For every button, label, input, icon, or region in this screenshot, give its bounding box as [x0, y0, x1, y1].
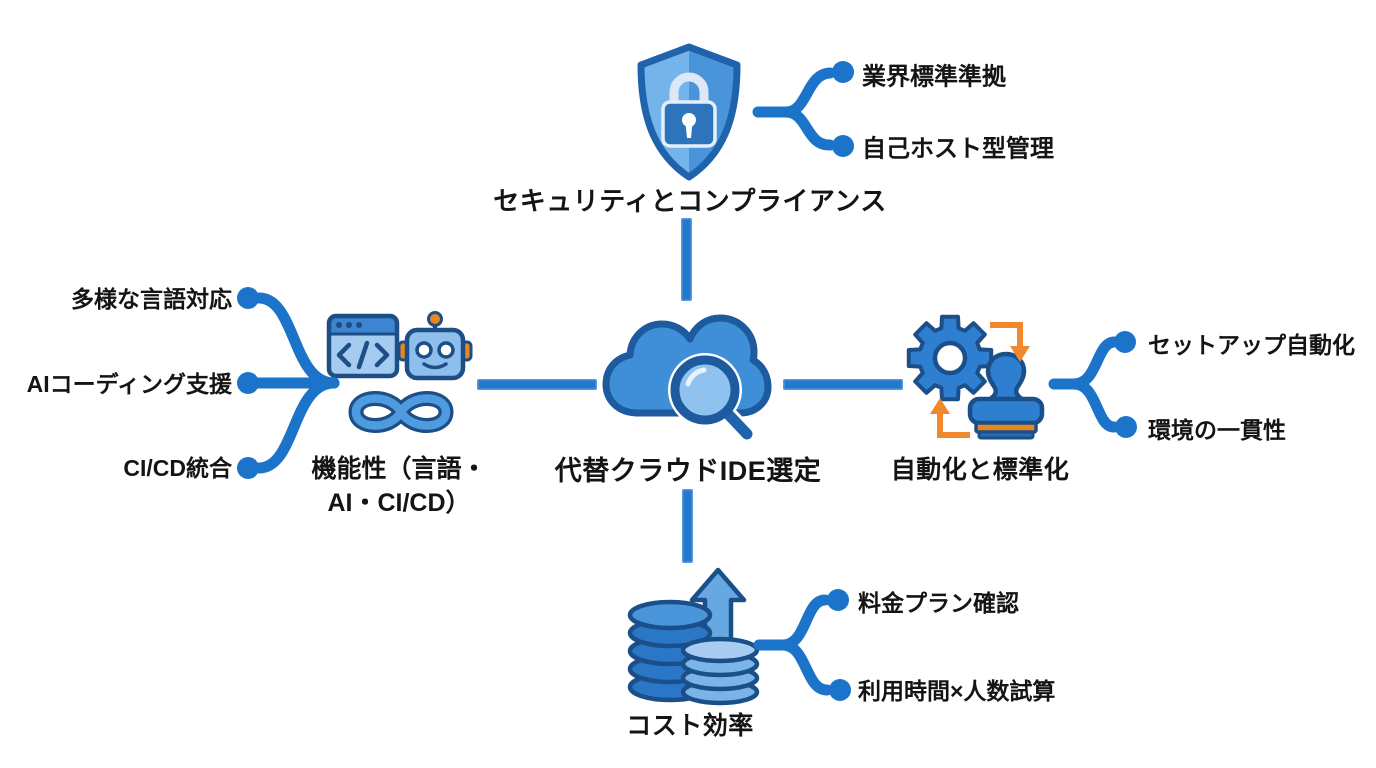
branch-dot — [832, 135, 854, 157]
branch-dot — [237, 287, 259, 309]
left-branch-fork — [237, 287, 340, 479]
top-branch-fork — [752, 61, 854, 157]
bottom-node-label: コスト効率 — [626, 712, 754, 740]
window-titlebar — [329, 316, 397, 334]
shield-lock-icon — [637, 43, 741, 181]
top-branch-item: 業界標準準拠 — [862, 63, 1006, 91]
branch-dot — [827, 589, 849, 611]
top-branch-item: 自己ホスト型管理 — [862, 135, 1054, 163]
lock-icon — [661, 72, 717, 148]
magnifier-handle — [722, 408, 753, 440]
gear-icon — [906, 314, 994, 402]
connector-left — [477, 379, 597, 390]
robot-antenna — [427, 311, 443, 327]
right-branch-item: セットアップ自動化 — [1148, 332, 1355, 358]
connector-right — [783, 379, 903, 390]
connector-bottom — [682, 489, 693, 563]
magnifier-lens — [670, 355, 740, 425]
coin-stack-right — [680, 636, 760, 706]
stamp-icon — [967, 351, 1045, 440]
robot-icon — [397, 311, 473, 381]
top-node-label: セキュリティとコンプライアンス — [493, 186, 887, 216]
robot-head — [404, 327, 466, 381]
bottom-branch-fork — [753, 589, 851, 701]
infinity-cicd-icon — [348, 391, 454, 433]
left-branch-item: AIコーディング支援 — [26, 371, 232, 397]
cycle-arrow-down-icon — [990, 322, 1030, 362]
code-window-icon — [326, 313, 400, 379]
bottom-branch-item: 料金プラン確認 — [858, 590, 1019, 616]
branch-dot — [237, 372, 259, 394]
left-branch-item: CI/CD統合 — [123, 455, 232, 481]
right-branch-item: 環境の一貫性 — [1148, 417, 1286, 443]
left-node-label-line1: 機能性（言語・ — [311, 455, 487, 483]
code-glyph — [336, 340, 390, 370]
branch-dot — [829, 679, 851, 701]
cloud-search-icon — [602, 314, 772, 444]
branch-dot — [237, 457, 259, 479]
branch-dot — [1114, 331, 1136, 353]
center-node-label: 代替クラウドIDE選定 — [554, 456, 822, 486]
cycle-arrow-up-icon — [930, 398, 970, 438]
branch-dot — [832, 61, 854, 83]
right-branch-fork — [1048, 331, 1137, 438]
robot-eye — [437, 341, 455, 359]
bottom-branch-item: 利用時間×人数試算 — [858, 678, 1056, 704]
connector-top — [681, 218, 692, 301]
left-node-label-line2: AI・CI/CD） — [327, 489, 471, 517]
left-branch-item: 多様な言語対応 — [71, 286, 232, 312]
right-node-label: 自動化と標準化 — [890, 456, 1070, 484]
coins-growth-icon — [627, 567, 760, 706]
robot-smile — [422, 362, 448, 370]
branch-dot — [1115, 416, 1137, 438]
robot-eye — [415, 341, 433, 359]
